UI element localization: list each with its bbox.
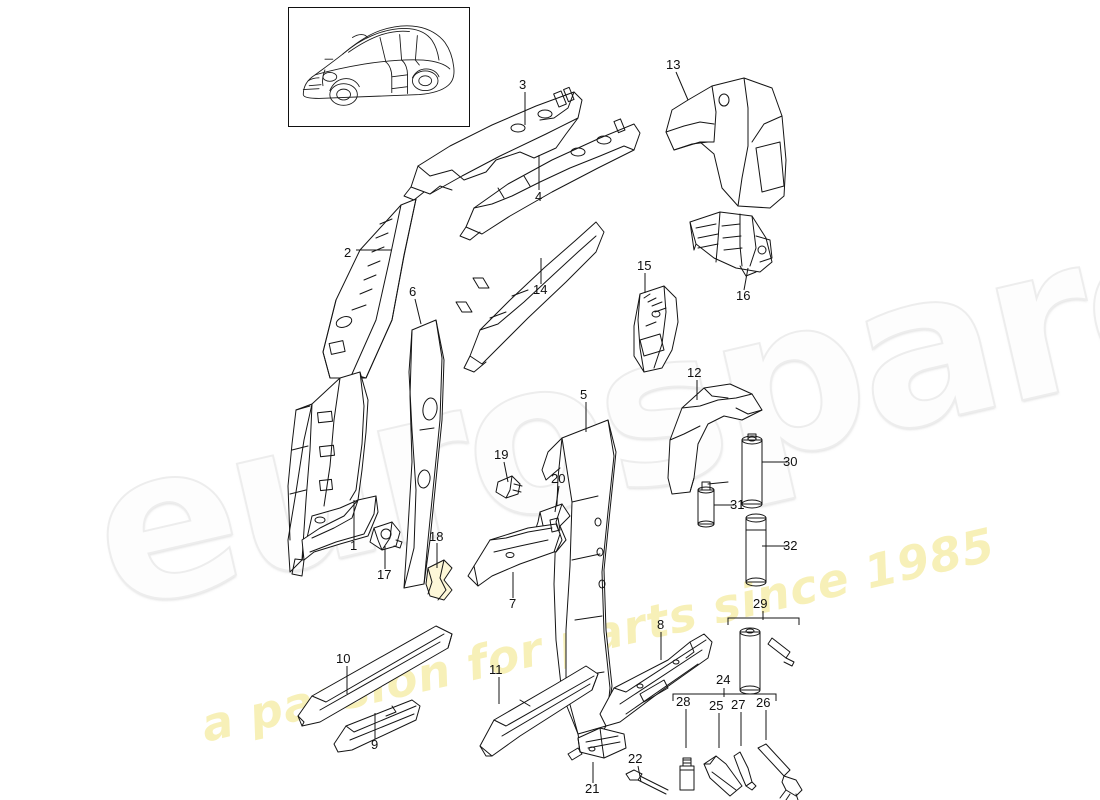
callout-label-3: 3 xyxy=(519,77,527,92)
callout-label-4: 4 xyxy=(535,189,543,204)
callout-label-24: 24 xyxy=(716,672,731,687)
callout-label-1: 1 xyxy=(350,538,358,553)
part-18-bracket xyxy=(425,559,453,601)
part-5-b-pillar-reinforcement xyxy=(541,419,617,747)
callout-label-29: 29 xyxy=(753,596,768,611)
part-32-cleaner-can xyxy=(745,513,767,587)
part-2-a-pillar-reinforcement xyxy=(322,198,417,379)
part-16-wheelhouse-bracket xyxy=(689,211,773,277)
part-10-rocker-strip xyxy=(297,625,453,727)
part-14-side-member-reinforcement xyxy=(455,221,605,373)
callout-label-16: 16 xyxy=(736,288,751,303)
callout-label-32: 32 xyxy=(783,538,798,553)
leader-line-13 xyxy=(675,71,689,101)
part-29-cartridge xyxy=(739,627,795,695)
part-15-rear-pillar-bracket xyxy=(633,285,679,373)
callout-label-5: 5 xyxy=(580,387,588,402)
callout-label-9: 9 xyxy=(371,737,379,752)
callout-label-25: 25 xyxy=(709,698,724,713)
vehicle-thumbnail xyxy=(288,7,470,127)
callout-label-27: 27 xyxy=(731,697,746,712)
part-12-rear-wheel-arch xyxy=(667,383,763,495)
part-17-small-bracket xyxy=(369,521,403,551)
callout-label-18: 18 xyxy=(429,529,444,544)
callout-label-17: 17 xyxy=(377,567,392,582)
part-26-applicator-gun xyxy=(757,743,803,800)
part-30-aerosol-can xyxy=(741,433,763,509)
bracket-29 xyxy=(727,617,800,625)
leader-line-6 xyxy=(414,298,422,325)
callout-label-21: 21 xyxy=(585,781,600,796)
leader-line-19 xyxy=(503,461,509,483)
part-13-rear-quarter-inner xyxy=(665,77,787,209)
callout-label-11: 11 xyxy=(489,662,503,677)
part-8-sill-reinforcement xyxy=(599,633,713,727)
leader-line-20 xyxy=(554,485,560,513)
callout-label-15: 15 xyxy=(637,258,652,273)
callout-label-6: 6 xyxy=(409,284,417,299)
callout-label-31: 31 xyxy=(730,497,745,512)
callout-label-22: 22 xyxy=(628,751,643,766)
watermark-tagline: a passion for parts since 1985 xyxy=(196,517,1001,753)
callout-label-26: 26 xyxy=(756,695,771,710)
car-body-outline xyxy=(302,25,455,106)
leader-line-22 xyxy=(637,765,642,783)
callout-label-7: 7 xyxy=(509,596,517,611)
part-31-spray-bottle xyxy=(697,481,729,528)
part-20-bracket xyxy=(533,503,571,553)
callout-label-19: 19 xyxy=(494,447,509,462)
part-25-adhesive-cartridge xyxy=(703,755,743,797)
callout-label-30: 30 xyxy=(783,454,798,469)
callout-label-10: 10 xyxy=(336,651,351,666)
part-27-nozzle xyxy=(733,751,757,791)
part-19-clip xyxy=(495,475,523,499)
callout-label-13: 13 xyxy=(666,57,681,72)
part-1-body-side-inner xyxy=(287,371,379,577)
part-6-b-pillar-outer xyxy=(403,319,445,589)
part-21-jack-point-plate xyxy=(567,727,627,761)
part-28-primer-bottle xyxy=(679,757,695,791)
callout-label-20: 20 xyxy=(551,471,566,486)
callout-label-2: 2 xyxy=(344,245,352,260)
part-11-rocker-outer xyxy=(479,665,599,757)
part-22-rivet xyxy=(625,769,669,795)
leader-line-16 xyxy=(743,267,749,291)
callout-label-12: 12 xyxy=(687,365,702,380)
callout-label-28: 28 xyxy=(676,694,691,709)
callout-label-14: 14 xyxy=(533,282,548,297)
callout-label-8: 8 xyxy=(657,617,665,632)
part-7-sill-closing-plate xyxy=(467,517,561,587)
part-4-roof-side-rail xyxy=(459,118,641,241)
